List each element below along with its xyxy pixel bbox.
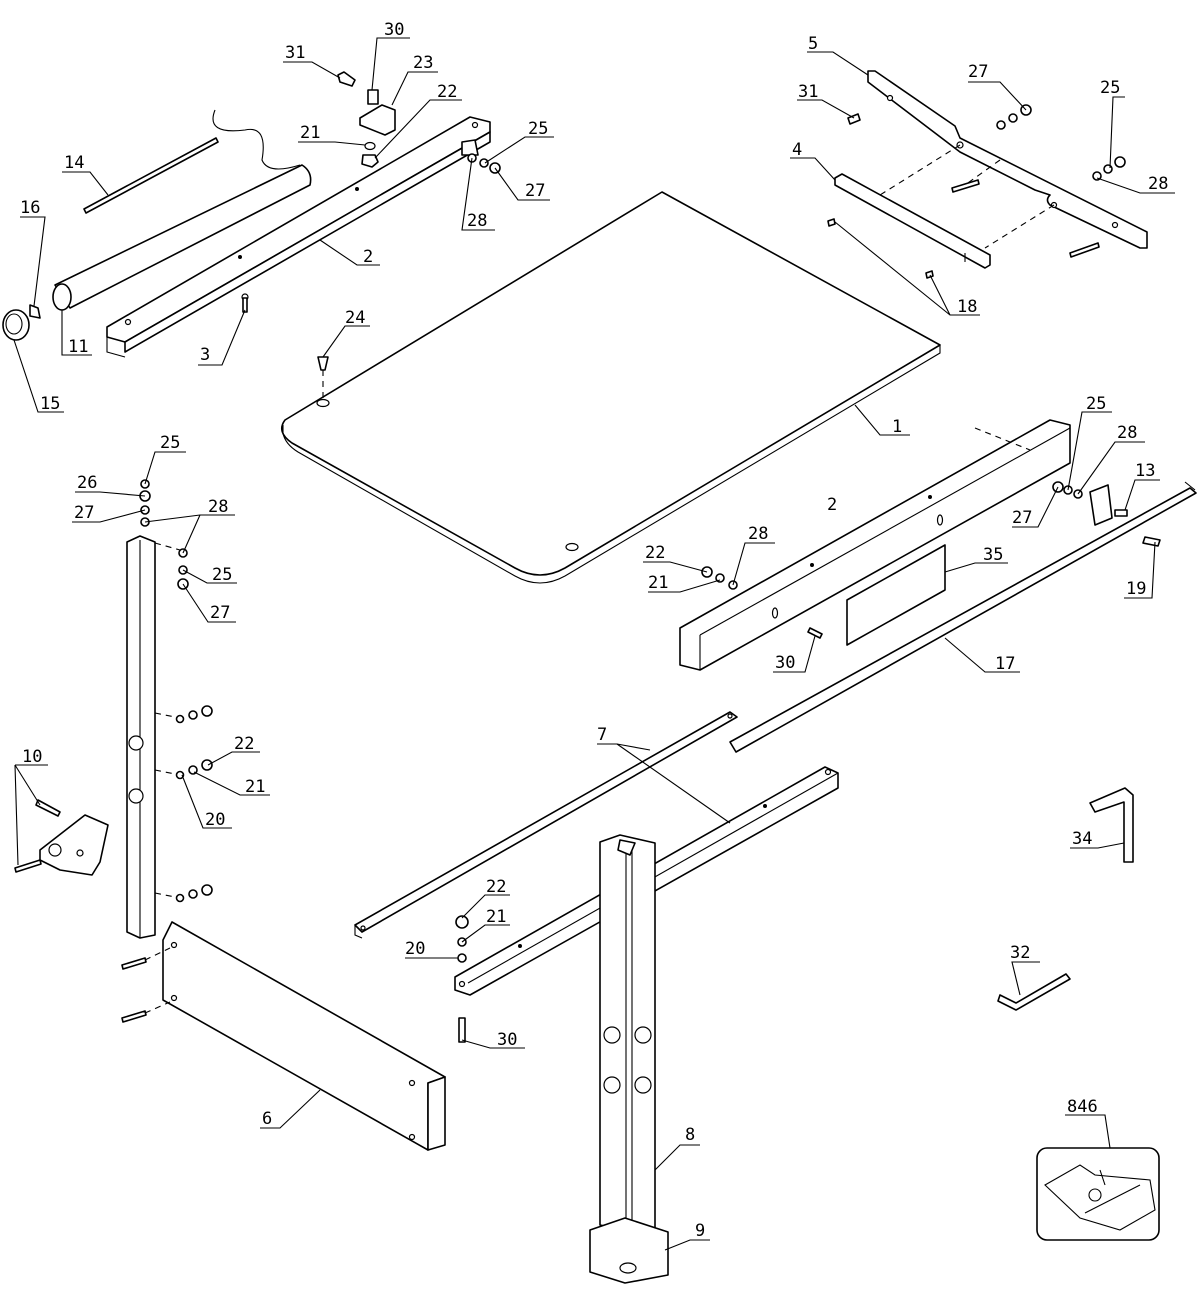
callout-26: 26 bbox=[77, 473, 97, 493]
callout-21-top: 21 bbox=[300, 123, 320, 143]
callout-846: 846 bbox=[1067, 1097, 1098, 1117]
callout-6: 6 bbox=[262, 1109, 272, 1129]
leader-lines bbox=[13, 37, 1175, 1251]
long-rod-part bbox=[729, 481, 1197, 753]
foot-bracket-part bbox=[14, 799, 109, 876]
callout-25-toprail: 25 bbox=[528, 119, 548, 139]
hex-key-small-part bbox=[997, 973, 1071, 1011]
callout-25-lefttop: 25 bbox=[160, 433, 180, 453]
leg-left-part bbox=[126, 479, 213, 939]
callout-28-toprail: 28 bbox=[467, 211, 487, 231]
callout-28-rail: 28 bbox=[1117, 423, 1137, 443]
callout-10: 10 bbox=[22, 747, 42, 767]
callout-30-top: 30 bbox=[384, 20, 404, 40]
callout-24: 24 bbox=[345, 308, 365, 328]
callout-27-lefttop: 27 bbox=[74, 503, 94, 523]
callout-31-top: 31 bbox=[285, 43, 305, 63]
callout-22-left: 22 bbox=[234, 734, 254, 754]
side-rail-left-part bbox=[106, 116, 491, 358]
callout-13: 13 bbox=[1135, 461, 1155, 481]
callout-20-center: 20 bbox=[405, 939, 425, 959]
callout-28-bracket: 28 bbox=[1148, 174, 1168, 194]
callout-27-rail: 27 bbox=[1012, 508, 1032, 528]
callout-30-rail: 30 bbox=[775, 653, 795, 673]
leg-center-part bbox=[589, 834, 669, 1284]
callout-17: 17 bbox=[995, 654, 1015, 674]
callout-23: 23 bbox=[413, 53, 433, 73]
callout-20-left: 20 bbox=[205, 810, 225, 830]
callout-27-toprail: 27 bbox=[525, 181, 545, 201]
table-screw-part bbox=[317, 356, 329, 400]
callout-22-rail: 22 bbox=[645, 543, 665, 563]
callout-25-leftleg: 25 bbox=[212, 565, 232, 585]
callout-3: 3 bbox=[200, 345, 210, 365]
callout-9: 9 bbox=[695, 1221, 705, 1241]
table-top-part bbox=[280, 191, 941, 584]
callout-34: 34 bbox=[1072, 829, 1092, 849]
callout-27-bracket: 27 bbox=[968, 62, 988, 82]
callout-15: 15 bbox=[40, 394, 60, 414]
callout-22-top: 22 bbox=[437, 82, 457, 102]
callout-31-bracket: 31 bbox=[798, 82, 818, 102]
callout-4: 4 bbox=[792, 140, 802, 160]
lower-plate-part bbox=[121, 921, 446, 1151]
callout-32: 32 bbox=[1010, 943, 1030, 963]
callout-8: 8 bbox=[685, 1125, 695, 1145]
callout-2-lower: 2 bbox=[827, 495, 837, 515]
callout-28-raillower: 28 bbox=[748, 524, 768, 544]
callout-labels: 1 2 2 3 4 5 6 7 8 9 10 11 13 14 15 16 17… bbox=[20, 20, 1168, 1241]
callout-25-bracket: 25 bbox=[1100, 78, 1120, 98]
callout-19: 19 bbox=[1126, 579, 1146, 599]
callout-2-upper: 2 bbox=[363, 247, 373, 267]
callout-1: 1 bbox=[892, 417, 902, 437]
callout-5: 5 bbox=[808, 34, 818, 54]
callout-28-left: 28 bbox=[208, 497, 228, 517]
callout-22-center: 22 bbox=[486, 877, 506, 897]
brace-parts bbox=[354, 711, 839, 1043]
callout-30-center: 30 bbox=[497, 1030, 517, 1050]
bracket-assembly-part bbox=[827, 70, 1148, 279]
callout-7: 7 bbox=[597, 725, 607, 745]
callout-14: 14 bbox=[64, 153, 84, 173]
rail-hardware-right-part bbox=[461, 139, 501, 174]
top-hardware-part bbox=[241, 71, 396, 313]
callout-21-center: 21 bbox=[486, 907, 506, 927]
hardware-bag-part bbox=[1036, 1147, 1160, 1241]
callout-18: 18 bbox=[957, 297, 977, 317]
callout-16: 16 bbox=[20, 198, 40, 218]
callout-35: 35 bbox=[983, 545, 1003, 565]
callout-21-rail: 21 bbox=[648, 573, 668, 593]
side-rail-right-part bbox=[679, 419, 1128, 671]
callout-27-leftleg: 27 bbox=[210, 603, 230, 623]
callout-21-left: 21 bbox=[245, 777, 265, 797]
callout-25-rail: 25 bbox=[1086, 394, 1106, 414]
callout-11: 11 bbox=[68, 337, 88, 357]
hex-key-large-part bbox=[1089, 787, 1134, 863]
tube-assembly-part bbox=[2, 109, 312, 341]
